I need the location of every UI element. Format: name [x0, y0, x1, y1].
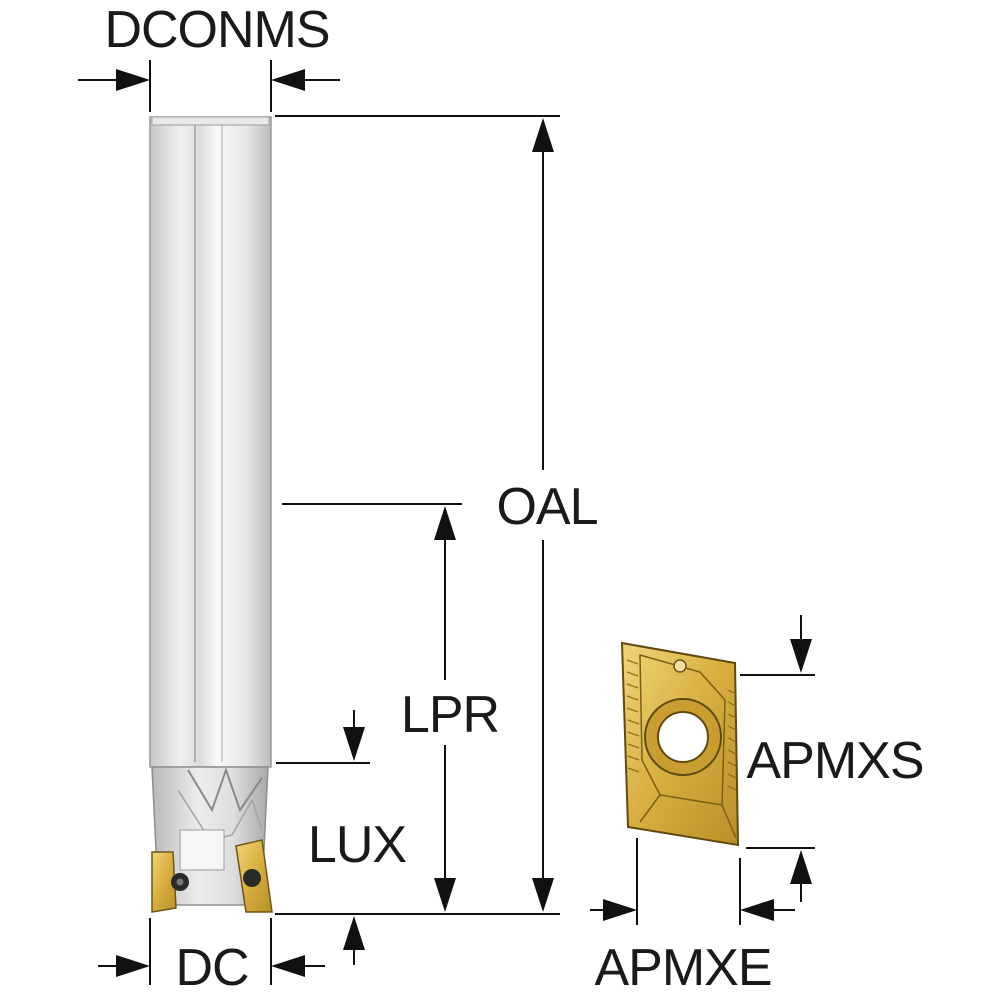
- arrowhead-icon: [532, 118, 554, 152]
- arrowhead-icon: [790, 850, 812, 884]
- arrowhead-icon: [343, 727, 365, 761]
- head-groove: [179, 829, 225, 871]
- clamp-screw-hex: [176, 878, 184, 886]
- label-apmxs: APMXS: [746, 732, 923, 790]
- insert-marker-dot: [673, 659, 687, 673]
- arrowhead-icon: [434, 878, 456, 912]
- arrowhead-icon: [271, 69, 305, 91]
- label-oal: OAL: [496, 478, 597, 536]
- left-insert: [151, 851, 177, 913]
- insert-screw: [243, 869, 261, 887]
- label-lpr: LPR: [401, 686, 499, 744]
- chip-flute-shadow: [177, 789, 263, 841]
- insert-serrations: [626, 659, 737, 791]
- label-dc: DC: [175, 939, 248, 997]
- insert-dimension-lines: [590, 615, 815, 925]
- insert-facet: [721, 804, 737, 839]
- arrowhead-icon: [116, 69, 150, 91]
- arrowhead-icon: [434, 506, 456, 540]
- label-lux: LUX: [308, 816, 406, 874]
- shank-top-cap: [151, 116, 270, 126]
- insert-hole: [657, 711, 709, 763]
- insert-detail: [620, 641, 740, 847]
- dimension-labels: DCONMS OAL LPR LUX DC APMXS APMXE: [104, 1, 924, 997]
- insert-facet: [639, 794, 661, 823]
- dimension-lines: [78, 60, 560, 985]
- arrowhead-icon: [271, 955, 305, 977]
- arrowhead-icon: [343, 916, 365, 950]
- end-mill-tool: [149, 116, 273, 913]
- chip-flute: [187, 766, 263, 813]
- arrowhead-icon: [116, 955, 150, 977]
- arrowhead-icon: [603, 899, 637, 921]
- tool-shank: [149, 116, 272, 768]
- arrowhead-icon: [790, 639, 812, 673]
- arrowhead-icon: [532, 878, 554, 912]
- arrowhead-icon: [740, 899, 774, 921]
- label-dconms: DCONMS: [104, 1, 329, 59]
- label-apmxe: APMXE: [594, 939, 771, 997]
